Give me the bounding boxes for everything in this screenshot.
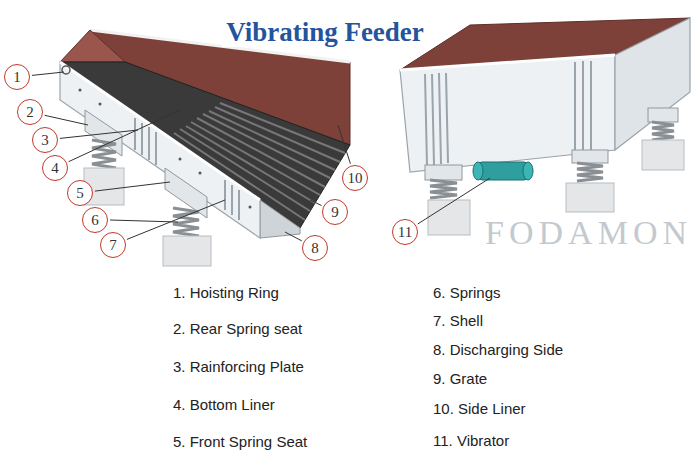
grate-bars [209, 111, 335, 170]
callout-circle: 5 [67, 180, 93, 206]
vibrator [473, 162, 533, 180]
spring-seat [425, 165, 462, 180]
callout-circle: 2 [17, 99, 43, 125]
shell-bolts [249, 206, 252, 209]
end-wall-liner [60, 30, 125, 62]
callout-number: 4 [51, 161, 59, 176]
callout-circle: 7 [100, 232, 126, 258]
part-name: 5. Front Spring Seat [173, 432, 307, 452]
reinforcing-plate [574, 62, 576, 152]
shell-bolts [179, 158, 182, 161]
vibrator [478, 162, 528, 180]
callout-number: 5 [76, 186, 84, 201]
spring-seat [572, 150, 608, 163]
leader-line [95, 182, 170, 191]
shell-bolts [79, 89, 252, 209]
shell [400, 55, 615, 172]
part-name: 9. Grate [433, 369, 487, 389]
reinforcing-plate [134, 118, 136, 150]
leader-line [110, 220, 178, 222]
base [642, 140, 684, 170]
callout-circle: 6 [82, 207, 108, 233]
leader-line [32, 72, 490, 241]
reinforcing-plate [590, 61, 592, 150]
callout-number: 6 [91, 213, 99, 228]
callout-circle: 1 [4, 64, 30, 90]
callout-number: 10 [348, 171, 363, 186]
part-name: 3. Rainforcing Plate [173, 357, 304, 377]
rear-spring [92, 140, 116, 168]
shell-bolts [79, 89, 82, 92]
part-name: 6. Springs [433, 283, 501, 303]
leader-line [32, 72, 64, 75]
reinforcing-plate [155, 132, 157, 165]
vibrator [523, 162, 533, 180]
grate-bars [203, 114, 330, 178]
callout-circle: 3 [32, 127, 58, 153]
part-name: 4. Bottom Liner [173, 395, 275, 415]
part-name: 8. Discharging Side [433, 340, 563, 360]
callout-circle: 11 [392, 219, 418, 245]
leader-line [310, 200, 322, 206]
front-base [163, 236, 211, 266]
reinforcing-plate [231, 185, 233, 215]
callout-number: 11 [398, 225, 412, 240]
base [566, 183, 614, 212]
reinforcing-plate [238, 190, 240, 220]
reinforcing-plate [224, 180, 226, 210]
leader-line [285, 232, 302, 241]
reinforcing-plate [432, 74, 434, 165]
right-feeder [400, 18, 690, 235]
spring [430, 180, 457, 198]
callout-number: 9 [331, 205, 339, 220]
leader-line [418, 178, 490, 224]
callout-number: 3 [41, 133, 49, 148]
discharge-lip [260, 200, 300, 238]
callout-number: 8 [311, 241, 319, 256]
spring [577, 163, 603, 181]
leader-line [45, 115, 88, 125]
callout-number: 7 [109, 238, 117, 253]
part-name: 1. Hoisting Ring [173, 283, 279, 303]
callout-circle: 8 [302, 235, 328, 261]
title: Vibrating Feeder [222, 17, 428, 47]
callout-circle: 10 [342, 165, 368, 191]
shell-bolts [199, 172, 202, 175]
leader-line [338, 125, 350, 164]
leader-line [69, 110, 180, 162]
hoisting-ring [62, 66, 70, 74]
bottom-liner [60, 62, 350, 228]
callout-number: 1 [13, 70, 21, 85]
base [428, 200, 470, 235]
vibrator [473, 162, 483, 180]
part-name: 10. Side Liner [433, 399, 526, 419]
discharge-end [615, 18, 690, 150]
part-name: 2. Rear Spring seat [173, 319, 302, 339]
reinforcing-plate [439, 73, 441, 164]
shell-bolts [99, 103, 102, 106]
reinforcing-plate [425, 61, 591, 166]
left-feeder [60, 30, 350, 266]
reinforcing-plate [425, 74, 427, 166]
leader-line [60, 130, 138, 138]
part-name: 11. Vibrator [433, 431, 509, 451]
shell [60, 62, 260, 238]
callout-circle: 4 [42, 155, 68, 181]
reinforcing-plate [582, 61, 584, 151]
reinforcing-plate [135, 118, 239, 220]
callout-number: 2 [26, 105, 34, 120]
spring-seat [648, 108, 678, 122]
spring [652, 122, 674, 140]
leader-line [127, 200, 225, 239]
part-name: 7. Shell [433, 311, 483, 331]
watermark: FODAMON [485, 214, 692, 252]
callout-circle: 9 [322, 199, 348, 225]
reinforcing-plate [446, 73, 448, 163]
reinforcing-plate [148, 127, 150, 160]
